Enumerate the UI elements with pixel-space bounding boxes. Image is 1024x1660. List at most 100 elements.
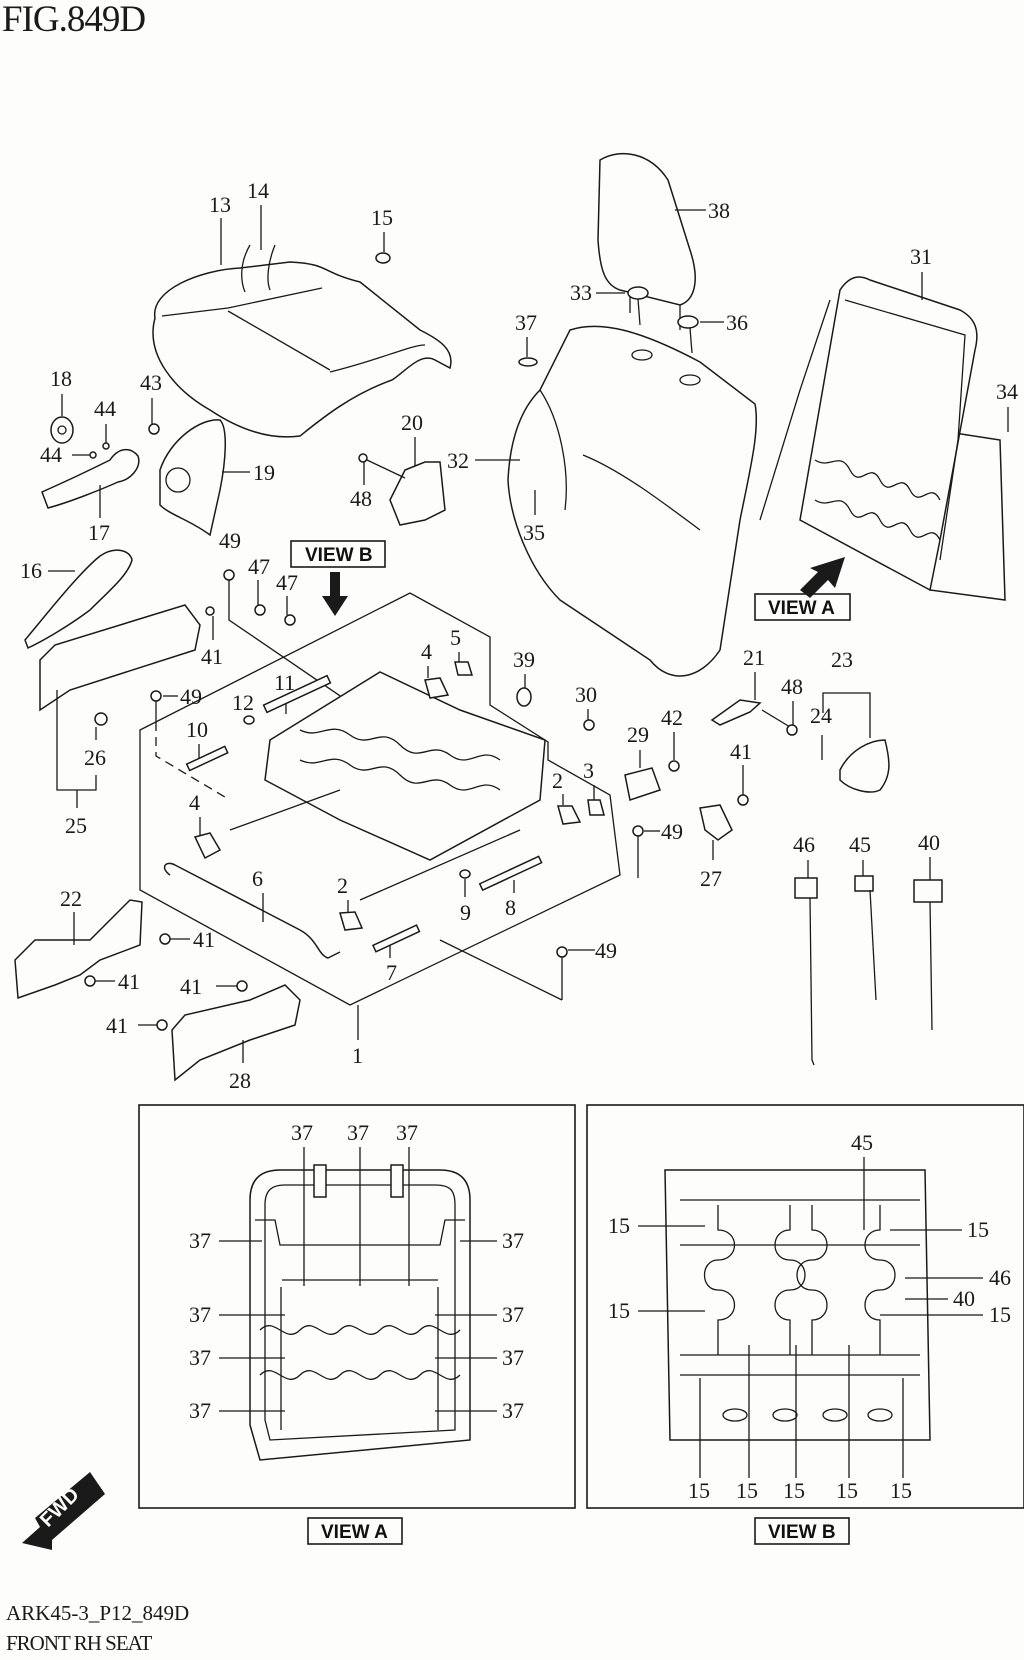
callout-2b: 2 <box>337 873 348 898</box>
slide-plate-part <box>371 924 421 953</box>
view-a-callout-37-left-2: 37 <box>189 1302 211 1327</box>
callout-41a: 41 <box>201 644 223 669</box>
seat-back-pad <box>507 325 758 677</box>
view-b-callout-15-mid-right: 15 <box>989 1302 1011 1327</box>
clip-part <box>94 712 108 726</box>
view-a-callout-37-right-1: 37 <box>502 1228 524 1253</box>
cap-cover-part <box>839 739 890 793</box>
callout-22: 22 <box>60 886 82 911</box>
callout-33: 33 <box>570 280 592 305</box>
callout-39: 39 <box>513 647 535 672</box>
callout-43: 43 <box>140 370 162 395</box>
rail-cover-rear-part <box>171 984 301 1082</box>
callout-47b: 47 <box>276 570 298 595</box>
lever-handle-part <box>24 549 133 650</box>
slide-plate-part <box>185 745 229 772</box>
rail-cover-front-part <box>14 899 143 1000</box>
view-b-seat-frame <box>664 1169 931 1441</box>
view-a-tag-top: VIEW A <box>768 598 835 619</box>
figure-name: FRONT RH SEAT <box>6 1631 152 1655</box>
view-b-callout-40: 40 <box>953 1286 975 1311</box>
callout-34: 34 <box>996 379 1018 404</box>
figure-code: ARK45-3_P12_849D <box>6 1601 190 1625</box>
view-a-callout-37-top-1: 37 <box>291 1120 313 1145</box>
callout-13: 13 <box>209 192 231 217</box>
view-a-callout-37-top-2: 37 <box>347 1120 369 1145</box>
callout-30: 30 <box>575 682 597 707</box>
bracket-part <box>389 461 446 526</box>
view-b-callout-46: 46 <box>989 1265 1011 1290</box>
view-b-callout-15-bottom-4: 15 <box>836 1478 858 1503</box>
callout-44a: 44 <box>94 396 116 421</box>
callout-29: 29 <box>627 722 649 747</box>
recliner-lever-part <box>41 448 140 509</box>
callout-47a: 47 <box>248 554 270 579</box>
view-a-callout-37-left-1: 37 <box>189 1228 211 1253</box>
rail-cover-part <box>39 604 201 712</box>
callout-4b: 4 <box>189 790 200 815</box>
cable-tie-part <box>794 877 818 899</box>
view-a-callout-37-right-3: 37 <box>502 1345 524 1370</box>
figure-title: FIG.849D <box>2 0 146 40</box>
callout-41b: 41 <box>730 739 752 764</box>
callout-41c: 41 <box>193 927 215 952</box>
callout-16: 16 <box>20 558 42 583</box>
seat-frame-assy-outline <box>139 592 621 1006</box>
view-b-callout-15-bottom-2: 15 <box>736 1478 758 1503</box>
callout-38: 38 <box>708 198 730 223</box>
callout-14: 14 <box>247 178 269 203</box>
view-b-tag-top: VIEW B <box>305 545 373 566</box>
headrest-part <box>597 152 696 306</box>
callout-3: 3 <box>583 758 594 783</box>
hog-ring-clip <box>375 252 391 264</box>
cable-tie-part <box>913 879 943 903</box>
headrest-guide-lock-part <box>677 315 699 329</box>
callout-17: 17 <box>88 520 110 545</box>
view-b-arrow-icon <box>322 572 348 616</box>
callout-25: 25 <box>65 813 87 838</box>
callout-42: 42 <box>661 705 683 730</box>
callout-41e: 41 <box>180 974 202 999</box>
callout-18: 18 <box>50 366 72 391</box>
clamp-part <box>624 767 661 801</box>
callout-23: 23 <box>831 647 853 672</box>
callout-6: 6 <box>252 866 263 891</box>
slide-plate-part <box>478 855 543 892</box>
view-b-callout-15-bottom-1: 15 <box>688 1478 710 1503</box>
callout-21: 21 <box>743 645 765 670</box>
callout-45: 45 <box>849 832 871 857</box>
view-a-callout-37-top-3: 37 <box>396 1120 418 1145</box>
callout-24: 24 <box>810 703 832 728</box>
seat-back-frame <box>759 276 1006 601</box>
view-a-label: VIEW A <box>321 1522 388 1543</box>
seat-frame-assy <box>229 671 546 901</box>
headrest-guide-part <box>627 286 649 300</box>
side-cover-part <box>159 419 227 537</box>
callout-31: 31 <box>910 244 932 269</box>
callout-7: 7 <box>386 960 397 985</box>
view-b-callout-15-upper-right: 15 <box>967 1217 989 1242</box>
callout-41d: 41 <box>118 969 140 994</box>
view-a-callout-37-left-4: 37 <box>189 1398 211 1423</box>
callout-1: 1 <box>352 1043 363 1068</box>
view-b-callout-15-mid-left: 15 <box>608 1298 630 1323</box>
cover-part <box>699 804 733 841</box>
callout-12: 12 <box>232 690 254 715</box>
hook-part <box>710 699 762 726</box>
callout-41f: 41 <box>106 1013 128 1038</box>
callout-35: 35 <box>523 520 545 545</box>
callout-48a: 48 <box>350 486 372 511</box>
callout-8: 8 <box>505 895 516 920</box>
view-b-callout-15-bottom-5: 15 <box>890 1478 912 1503</box>
callout-49b: 49 <box>180 684 202 709</box>
view-a-detail-box <box>138 1104 576 1509</box>
view-a-arrow-icon <box>800 557 845 598</box>
callout-10: 10 <box>186 717 208 742</box>
callout-20: 20 <box>401 410 423 435</box>
callout-2a: 2 <box>552 768 563 793</box>
seat-cushion-pad <box>152 244 452 438</box>
cap-part <box>50 416 74 444</box>
callout-4a: 4 <box>421 639 432 664</box>
view-b-detail-box <box>586 1104 1024 1509</box>
